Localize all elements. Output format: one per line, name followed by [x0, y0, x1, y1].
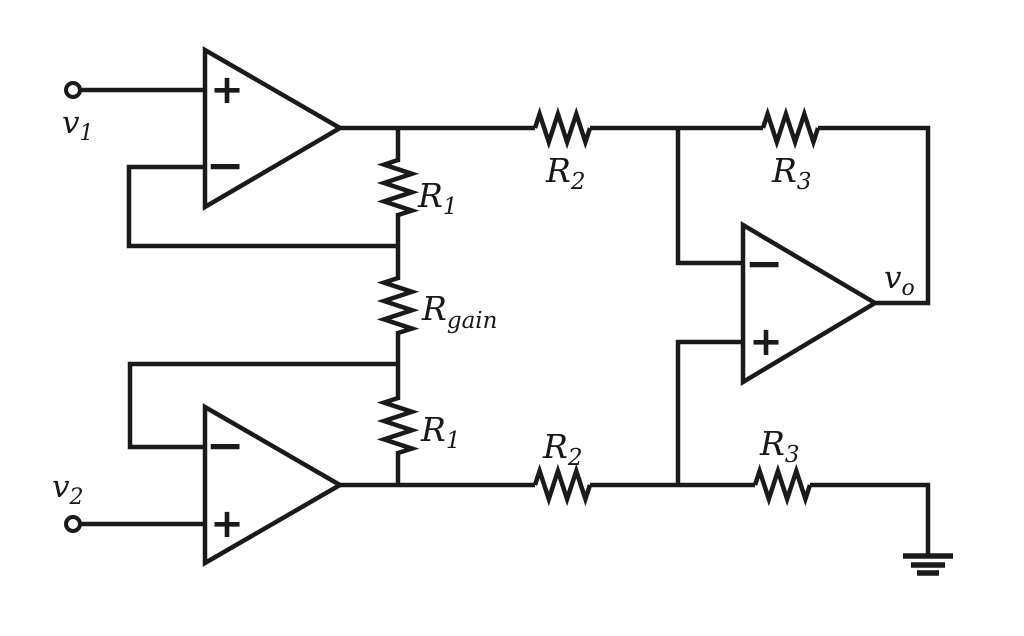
resistor-label: R1	[417, 176, 458, 220]
resistor-label: Rgain	[421, 289, 497, 334]
resistor-r1-bottom: R1	[376, 395, 461, 456]
resistor-zigzag	[376, 157, 420, 218]
resistor-r1-top: R1	[376, 157, 458, 220]
resistor-zigzag	[532, 106, 593, 150]
v2-terminal	[64, 515, 82, 533]
resistor-zigzag	[376, 275, 420, 336]
vo-label: vo	[884, 260, 915, 301]
ground-icon	[903, 553, 953, 576]
resistor-label: R2	[542, 427, 583, 471]
plus-icon: +	[210, 501, 244, 547]
wire-top-rail-right-feedback	[818, 125, 931, 306]
resistor-rgain: Rgain	[376, 275, 497, 336]
wire-bottom-rail-right	[810, 482, 931, 556]
resistor-label: R3	[759, 424, 800, 468]
minus-icon: −	[206, 138, 245, 192]
resistor-label: R3	[771, 151, 812, 195]
wire-noninverting-input-branch	[675, 339, 743, 487]
resistor-zigzag	[752, 463, 813, 507]
plus-icon: +	[749, 319, 783, 365]
minus-icon: −	[745, 236, 784, 290]
resistor-r3-bottom: R3	[752, 424, 813, 507]
wire-inverting-input-branch	[675, 126, 743, 266]
resistor-zigzag	[760, 106, 821, 150]
resistor-zigzag	[532, 463, 593, 507]
minus-icon: −	[206, 418, 245, 472]
wire-feedback-bottom-opamp	[127, 361, 398, 450]
resistor-label: R2	[545, 151, 586, 195]
v2-label: v2	[52, 469, 84, 510]
v1-label: v1	[62, 105, 94, 146]
opamp-top-left	[202, 46, 345, 211]
opamp-right	[740, 221, 880, 386]
resistor-r2-bottom: R2	[532, 427, 593, 507]
resistor-zigzag	[376, 395, 420, 456]
resistor-label: R1	[420, 410, 461, 454]
wire-feedback-top-opamp	[126, 164, 398, 249]
resistor-r2-top: R2	[532, 106, 593, 195]
resistor-r3-top: R3	[760, 106, 821, 195]
opamp-bottom-left	[202, 403, 345, 567]
v1-terminal	[64, 81, 82, 99]
plus-icon: +	[210, 67, 244, 113]
